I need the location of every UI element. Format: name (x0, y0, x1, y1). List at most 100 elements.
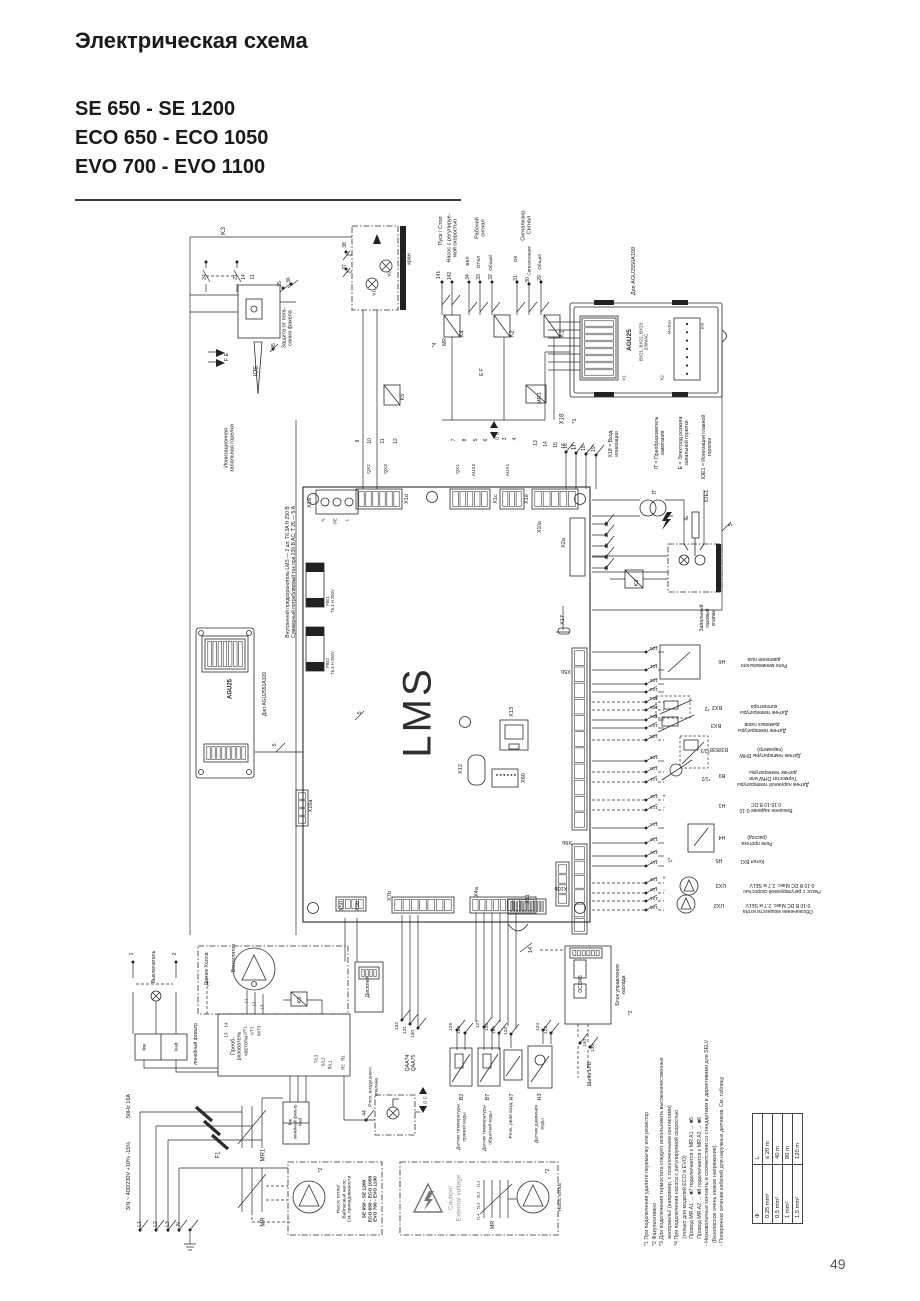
cable-table-cell: 1,5 mm² (792, 1164, 803, 1224)
bx3-code: BX3 (710, 722, 722, 729)
pin-13: 13 (533, 440, 540, 446)
mr1-coil: MR1 (536, 392, 543, 404)
load-left: load (173, 1042, 179, 1052)
ioe-electrode: IOE (253, 365, 260, 377)
pin-102: 102 (649, 676, 659, 682)
pin-2: 2 (172, 952, 179, 956)
h1-code: H1 (718, 802, 726, 809)
x1c-conn: X1c (492, 494, 499, 504)
x1a-pe: PE (332, 518, 338, 524)
h5-desc: Котел BX1 (739, 857, 765, 864)
pin-101: 101 (649, 662, 659, 668)
pin-24: 24 (202, 274, 209, 280)
pin-130: 130 (411, 1029, 417, 1039)
legend-ioe1: IOE1 = Ионизация главной горелки (700, 414, 713, 480)
pin-13f: 13 (223, 1032, 229, 1038)
pin-119: 119 (650, 875, 658, 881)
v1: V1 (371, 290, 377, 296)
pin-114: 114 (650, 820, 658, 826)
h6-code: H6 (718, 658, 726, 665)
lpb-bus: Шина LPB (586, 1061, 593, 1087)
mr-top: MR (442, 338, 449, 346)
ioe1-electrode: IOE1 (703, 489, 710, 503)
pin-112: 112 (650, 792, 658, 798)
aux2: AUX2 (472, 463, 478, 477)
k5-contact: K5 (296, 996, 303, 1004)
h3-code: H3 (536, 1093, 543, 1101)
footnote-line: Провод MR A1 → ■7 подключается к MR A1 →… (689, 1117, 696, 1246)
dip-agu2550: Дип AGU2550A109 (630, 246, 637, 296)
footnote-line: материалы! (например, с позолоченными ко… (666, 1105, 673, 1246)
pin-106: 106 (649, 712, 659, 718)
star12: *1/2 (701, 774, 711, 781)
pin-30: 30 (525, 277, 532, 283)
pin-129: 129 (449, 1022, 455, 1032)
h7-code: H7 (508, 1093, 515, 1101)
line-filter-right: line линейный фильтр load (287, 1104, 303, 1140)
pin-1l1: 1L1 (475, 1180, 481, 1188)
agu25-left: AGU25 (227, 678, 234, 700)
pin-34: 34 (465, 274, 472, 280)
pin-132: 132 (395, 1021, 401, 1031)
k4-relay: K4 (459, 330, 466, 338)
v2: V2 (386, 271, 392, 277)
pin-24b: 24 (605, 532, 611, 538)
star2-bx2: *2 (704, 704, 710, 711)
b9-desc: Датчик наружной температуры Термостат DH… (737, 769, 809, 787)
dis-label: DIS (699, 322, 705, 330)
x1e-conn: X1e (523, 494, 530, 504)
l1-term: L1 (137, 1221, 144, 1227)
b3-code: B3/B38 (709, 746, 729, 753)
n-term: N (176, 1222, 183, 1226)
x60-conn: X60 (520, 773, 527, 783)
cable-table-cell: 120 m (792, 1113, 803, 1165)
on-label: ВКЛ (466, 256, 472, 266)
pin-5l3: 5L3 (475, 1202, 481, 1210)
plus-118: + (662, 873, 666, 880)
h1-desc: Внешнее задание 0-10 0.15-10 В DC (739, 801, 793, 813)
footnote-line: (только для моделей ECO и EVO) (681, 1155, 688, 1246)
pin-104: 104 (649, 694, 659, 700)
pin-12: 12 (393, 438, 400, 444)
fan-l2: L2 (251, 1001, 257, 1007)
mr1-contactor: MR1 (260, 1148, 267, 1162)
dc-arrows-bottom: D C (422, 1096, 428, 1104)
pin-35: 35 (277, 281, 284, 287)
hall-sensor: Датчик Холла (203, 952, 210, 986)
pin-32: 32 (488, 274, 495, 280)
h7-desc: Pmin. реле возд. (509, 1101, 515, 1139)
pin-122: 122 (544, 1025, 550, 1035)
x1a-conn: X1a (306, 498, 313, 508)
pin-141: 141 (436, 270, 443, 280)
ok-label: ОК (514, 255, 520, 263)
pin-113: 113 (650, 803, 658, 809)
x30-conn: X30 (354, 901, 361, 911)
pin-139: 139 (591, 1043, 597, 1053)
power-rating: 3/N ~ 400/230V +10% -15% (125, 1141, 132, 1211)
ux2-desc: Обозначение мощности котла 0-10 В DC Мак… (743, 902, 813, 914)
vt2: V/T2 (249, 1026, 255, 1036)
pin-1: 1 (129, 952, 136, 956)
h5-code: H5 (715, 857, 723, 864)
star2-pump1: *2 (318, 1167, 325, 1173)
qx3: QX3 (384, 464, 390, 474)
pin-111: 111 (650, 775, 658, 781)
display: Дисплей (364, 976, 371, 998)
agu25-right-sub: BX21, BX22, BX23 230VAC (638, 322, 649, 362)
pin-121: 121 (649, 894, 659, 900)
minus-119: - (663, 886, 665, 893)
pin-10: 10 (367, 438, 374, 444)
x1d-conn: X1d (403, 494, 410, 504)
l3-term: L3 (165, 1221, 172, 1227)
pin-100: 100 (649, 644, 659, 650)
star1-x18: *1 (571, 418, 578, 424)
pin-128: 128 (457, 1025, 463, 1035)
ux2-code: UX2 (713, 902, 725, 909)
b2-desc: Датчик температуры прямой воды (456, 1104, 467, 1150)
b9-code: B9 (718, 772, 726, 779)
ie-electrode: IE (683, 515, 690, 521)
pin-16b: 16 (563, 443, 570, 449)
ux3-code: UX3 (715, 882, 727, 889)
